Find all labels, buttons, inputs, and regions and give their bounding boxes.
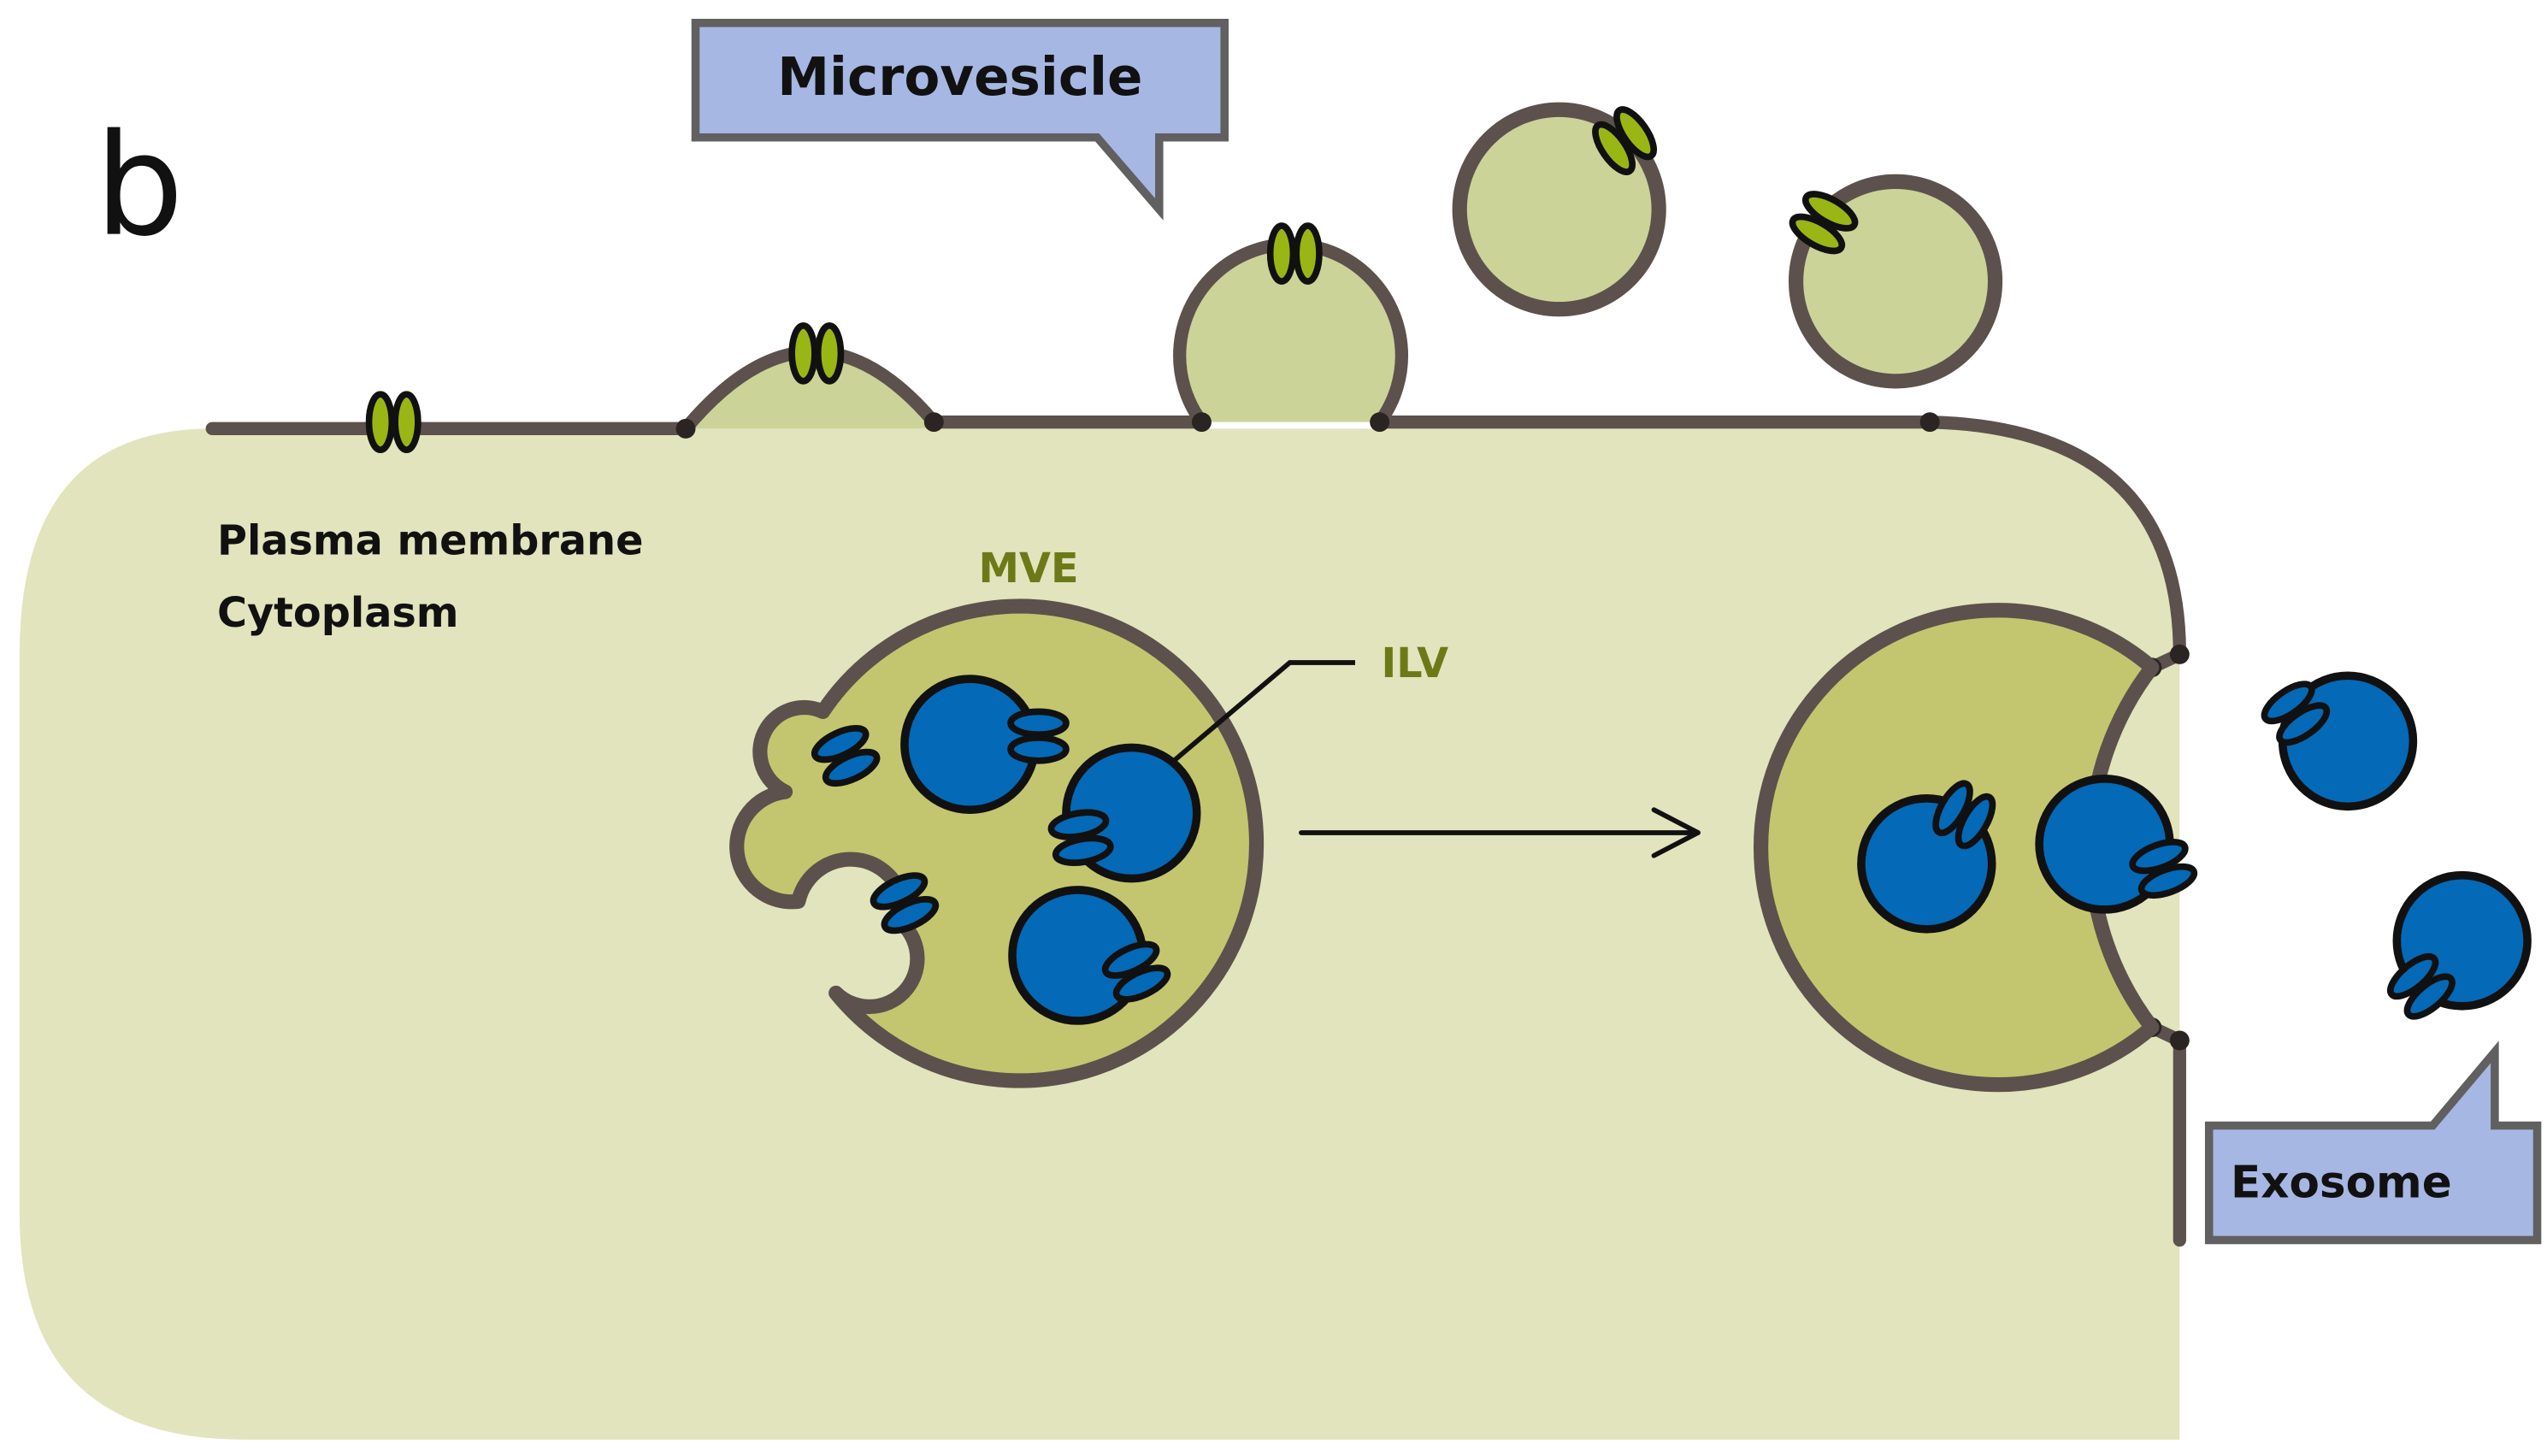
- cytoplasm-label: Cytoplasm: [217, 590, 459, 637]
- mve-label: MVE: [979, 545, 1079, 592]
- receptor: [1101, 940, 1171, 1003]
- receptor: [1932, 780, 1996, 850]
- ilv-label: ILV: [1382, 640, 1449, 687]
- exosome-callout: [2204, 1040, 2542, 1245]
- receptor: [365, 391, 422, 454]
- receptor: [1592, 106, 1658, 175]
- receptor: [2129, 839, 2198, 899]
- receptor: [2261, 681, 2331, 746]
- panel-letter: b: [95, 103, 184, 267]
- microvesicle-callout: [691, 19, 1229, 221]
- receptor: [1047, 809, 1114, 866]
- receptor: [1266, 222, 1323, 285]
- receptor: [870, 872, 940, 934]
- blue-receptors: [811, 681, 2456, 1020]
- receptor: [788, 321, 845, 385]
- exosome-label: Exosome: [2231, 1158, 2452, 1209]
- membrane-receptors: [365, 106, 1859, 454]
- receptor: [2387, 952, 2456, 1020]
- transition-arrow: [1299, 807, 1701, 858]
- plasma-membrane-label: Plasma membrane: [217, 518, 643, 565]
- budding-bulge-large: [1179, 244, 1402, 422]
- receptor: [1789, 191, 1859, 255]
- microvesicle-label: Microvesicle: [777, 47, 1142, 108]
- receptor: [1007, 708, 1070, 764]
- ilv-leader-line: [1172, 660, 1355, 763]
- ilv-group: [900, 671, 2532, 1025]
- receptor: [811, 724, 881, 787]
